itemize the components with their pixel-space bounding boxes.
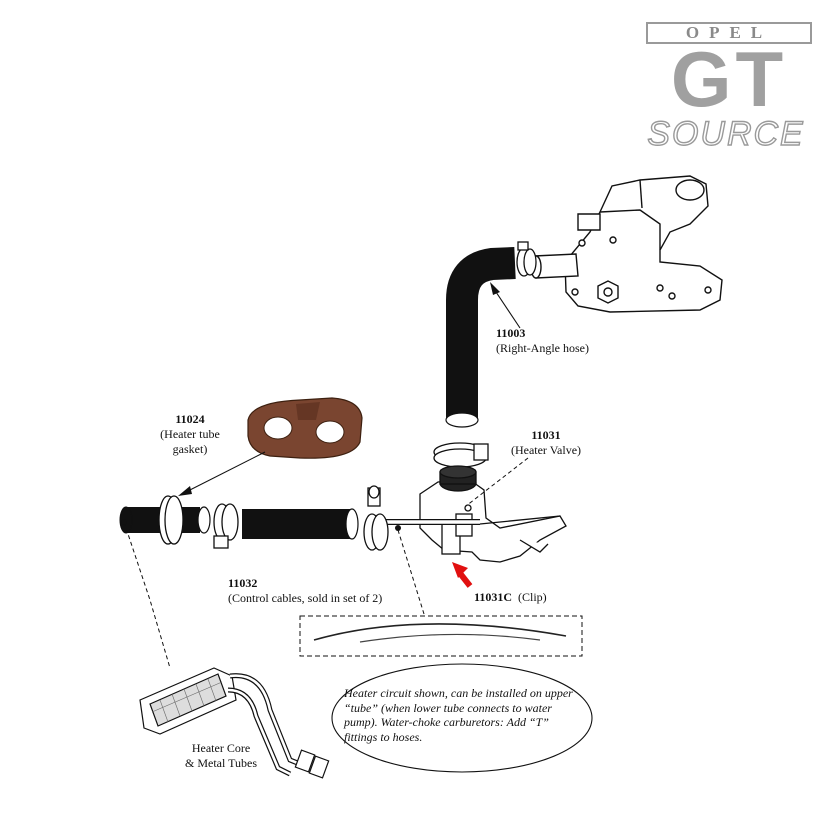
- heater-valve-number: 11031: [531, 428, 561, 442]
- right-angle-hose: [446, 247, 516, 420]
- clip-number: 11031C: [474, 590, 513, 604]
- hose-pointer-arrowhead: [490, 282, 500, 295]
- control-cable-1: [313, 623, 567, 641]
- heater-tube-gasket-desc-1: (Heater tube: [160, 427, 220, 441]
- heater-core-line1: Heater Core: [191, 741, 251, 755]
- tube-flange: [158, 495, 184, 545]
- straight-hose-end: [345, 508, 359, 540]
- logo-gt: GT: [670, 35, 788, 123]
- heater-tube-gasket-number: 11024: [175, 412, 205, 426]
- heater-core: [139, 667, 330, 779]
- logo-opel: OPEL: [685, 23, 773, 42]
- heater-tube-gasket: [247, 397, 363, 459]
- note-ellipse: [331, 663, 593, 773]
- heater-valve: [372, 465, 567, 563]
- clip-desc: (Clip): [518, 590, 547, 604]
- control-cables-number: 11032: [228, 576, 258, 590]
- valve-leader-line: [465, 457, 529, 507]
- gasket-pointer-line: [181, 451, 266, 495]
- heater-valve-desc: (Heater Valve): [510, 443, 582, 457]
- label-heater-tube-gasket: 11024 (Heater tube gasket): [140, 412, 240, 457]
- hose-clamp-valve: [363, 485, 389, 551]
- right-angle-hose-end: [445, 412, 479, 428]
- heater-tube-gasket-desc-2: gasket): [172, 442, 208, 456]
- right-angle-hose-number: 11003: [496, 326, 526, 340]
- control-cable-2: [359, 633, 541, 643]
- hose-clamp-middle: [433, 442, 489, 468]
- heater-core-leader-line: [123, 521, 171, 669]
- hose-clamp-upper: [516, 241, 537, 277]
- control-cables-desc: (Control cables, sold in set of 2): [228, 591, 383, 605]
- logo-box: [646, 22, 812, 44]
- label-control-cables: 11032 (Control cables, sold in set of 2): [228, 576, 382, 606]
- logo-source: SOURCE: [647, 114, 805, 153]
- installation-note: Heater circuit shown, can be installed o…: [344, 686, 573, 744]
- heater-core-line2: & Metal Tubes: [184, 756, 257, 770]
- cables-leader-line: [397, 529, 425, 615]
- control-cables-box: [299, 615, 583, 657]
- heater-tube-end: [197, 506, 211, 534]
- thermostat-housing: [530, 175, 723, 313]
- clip-red-arrow: [452, 562, 473, 588]
- hose-clamp-left: [213, 503, 239, 549]
- gasket-pointer-arrowhead: [178, 486, 192, 496]
- label-heater-valve: 11031 (Heater Valve): [498, 428, 594, 458]
- label-right-angle-hose: 11003 (Right-Angle hose): [496, 326, 589, 356]
- label-clip: 11031C (Clip): [474, 590, 547, 605]
- right-angle-hose-desc: (Right-Angle hose): [496, 341, 589, 355]
- label-heater-core: Heater Core & Metal Tubes: [166, 741, 276, 771]
